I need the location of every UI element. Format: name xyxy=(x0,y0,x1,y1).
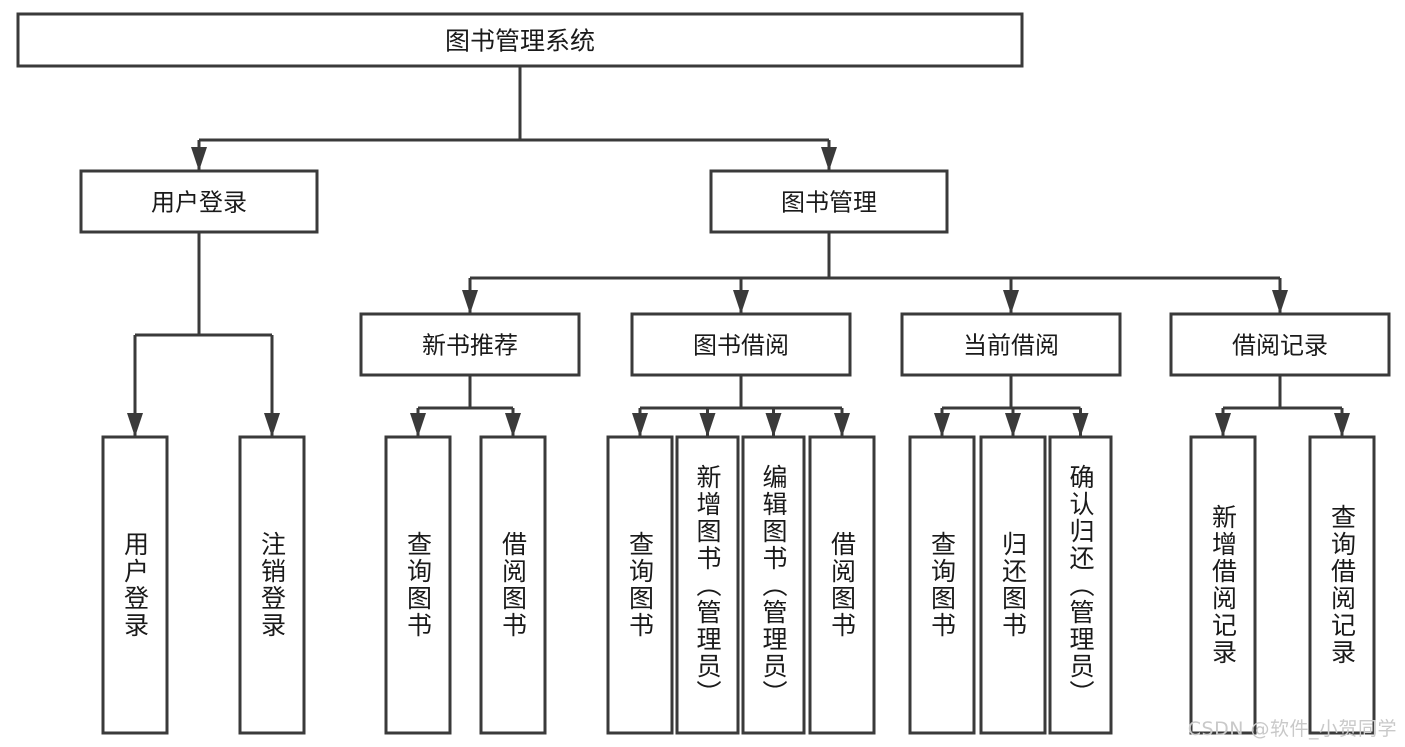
root-node-label: 图书管理系统 xyxy=(445,27,595,56)
books-to-level3-arrow-3 xyxy=(1272,290,1288,314)
level3-node-box-0 xyxy=(359,312,581,377)
leaf-node-box-7 xyxy=(808,435,876,735)
login-to-leaves-arrow-0 xyxy=(127,413,143,437)
level3-node-label-0: 新书推荐 xyxy=(422,332,518,360)
level3-node-box-1 xyxy=(630,312,852,377)
level3-0-to-leaves-arrow-0 xyxy=(410,413,426,437)
leaf-node-box-8 xyxy=(908,435,976,735)
level3-node-label-2: 当前借阅 xyxy=(963,332,1059,360)
leaf-node-box-0 xyxy=(101,435,169,735)
level3-2-to-leaves-arrow-1 xyxy=(1005,413,1021,437)
level2-node-box-1 xyxy=(709,169,949,234)
leaf-node-box-11 xyxy=(1189,435,1257,735)
connectors-layer xyxy=(127,66,1350,437)
leaf-node-box-2 xyxy=(384,435,452,735)
level3-3-to-leaves-arrow-1 xyxy=(1334,413,1350,437)
level3-1-to-leaves-arrow-1 xyxy=(699,413,716,437)
level3-node-label-3: 借阅记录 xyxy=(1232,332,1328,360)
level2-node-label-0: 用户登录 xyxy=(151,189,247,217)
level3-3-to-leaves-arrow-0 xyxy=(1215,413,1231,437)
leaf-node-box-3 xyxy=(479,435,547,735)
root-to-level2-arrow-0 xyxy=(191,147,207,171)
leaf-node-box-9 xyxy=(979,435,1047,735)
login-to-leaves-arrow-1 xyxy=(264,413,280,437)
root-to-level2-arrow-1 xyxy=(821,147,837,171)
level3-1-to-leaves-arrow-0 xyxy=(632,413,648,437)
leaf-node-box-4 xyxy=(606,435,674,735)
level3-1-to-leaves-arrow-3 xyxy=(834,413,850,437)
level2-node-box-0 xyxy=(79,169,319,234)
level3-0-to-leaves-arrow-1 xyxy=(505,413,521,437)
node-boxes-layer xyxy=(16,12,1391,735)
books-to-level3-arrow-1 xyxy=(733,290,749,314)
leaf-node-box-1 xyxy=(238,435,306,735)
level2-node-label-1: 图书管理 xyxy=(781,189,877,217)
leaf-node-box-12 xyxy=(1308,435,1376,735)
level3-node-label-1: 图书借阅 xyxy=(693,332,789,360)
level3-2-to-leaves-arrow-2 xyxy=(1072,413,1089,437)
level3-2-to-leaves-arrow-0 xyxy=(934,413,950,437)
books-to-level3-arrow-0 xyxy=(462,290,478,314)
level3-1-to-leaves-arrow-2 xyxy=(765,413,782,437)
leaf-node-box-10 xyxy=(1048,435,1113,735)
books-to-level3-arrow-2 xyxy=(1003,290,1019,314)
leaf-node-box-6 xyxy=(741,435,806,735)
leaf-node-box-5 xyxy=(675,435,740,735)
level3-node-box-3 xyxy=(1169,312,1391,377)
root-node-box xyxy=(16,12,1024,68)
level3-node-box-2 xyxy=(900,312,1122,377)
